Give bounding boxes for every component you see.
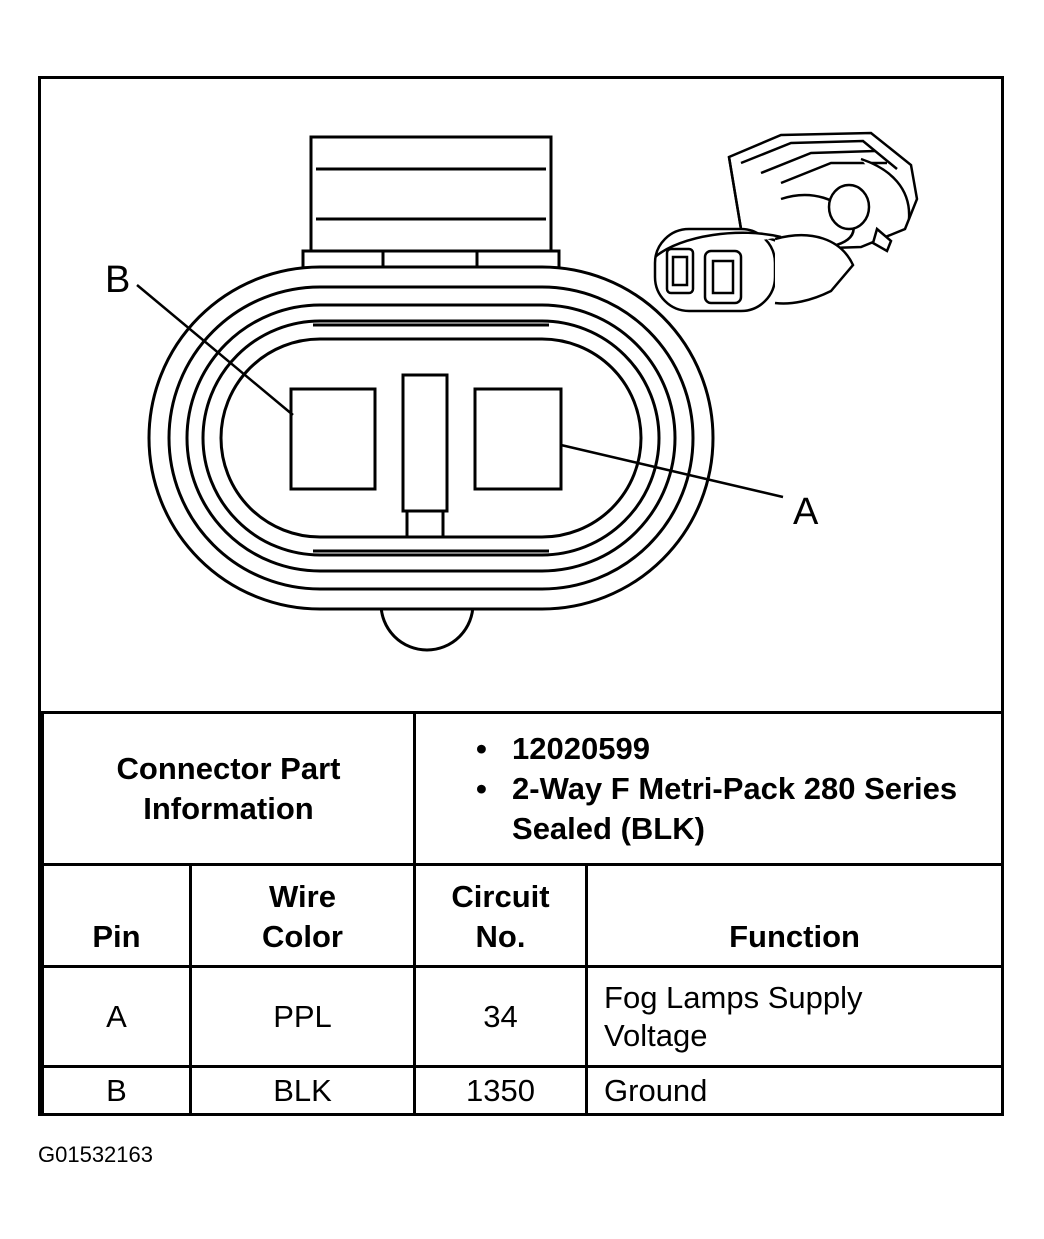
connector-latch	[309, 135, 553, 257]
part-info-label: Connector Part Information	[40, 711, 417, 866]
leader-line-b	[136, 284, 294, 416]
row-a-pin: A	[41, 965, 192, 1068]
terminal-cavity-b	[289, 387, 377, 491]
row-b-function: Ground	[585, 1065, 1005, 1116]
part-info-row: Connector Part Information 12020599 2-Wa…	[40, 711, 1005, 866]
row-b-pin: B	[41, 1065, 192, 1116]
terminal-cavity-a	[473, 387, 563, 491]
row-a-circuit-no: 34	[413, 965, 589, 1068]
part-number: 12020599	[476, 729, 1001, 769]
table-row: B BLK 1350 Ground	[41, 1065, 1005, 1116]
diagram-frame: B A Connector Part Information 12020599 …	[38, 76, 1005, 1116]
pin-b-callout: B	[105, 259, 131, 301]
header-wire-color: Wire Color	[188, 863, 417, 968]
part-description: 2-Way F Metri-Pack 280 Series Sealed (BL…	[476, 769, 1001, 849]
connector-bottom-tab	[379, 603, 475, 652]
part-info-list: 12020599 2-Way F Metri-Pack 280 Series S…	[413, 711, 1005, 866]
leader-line-a	[560, 443, 784, 499]
connector-info-table: Connector Part Information 12020599 2-Wa…	[40, 711, 1005, 1116]
row-a-function: Fog Lamps Supply Voltage	[585, 965, 1005, 1068]
header-pin: Pin	[41, 863, 192, 968]
connector-perspective-view	[653, 131, 919, 313]
row-b-wire-color: BLK	[188, 1065, 417, 1116]
connector-illustration: B A	[41, 79, 1001, 711]
pin-a-callout: A	[793, 491, 819, 533]
column-header-row: Pin Wire Color Circuit No. Function	[41, 863, 1005, 968]
center-key	[401, 373, 449, 513]
table-row: A PPL 34 Fog Lamps Supply Voltage	[41, 965, 1005, 1068]
figure-id: G01532163	[38, 1142, 153, 1167]
header-circuit-no: Circuit No.	[413, 863, 589, 968]
connector-face-drawing	[136, 131, 919, 652]
header-function: Function	[585, 863, 1005, 968]
row-a-wire-color: PPL	[188, 965, 417, 1068]
row-b-circuit-no: 1350	[413, 1065, 589, 1116]
